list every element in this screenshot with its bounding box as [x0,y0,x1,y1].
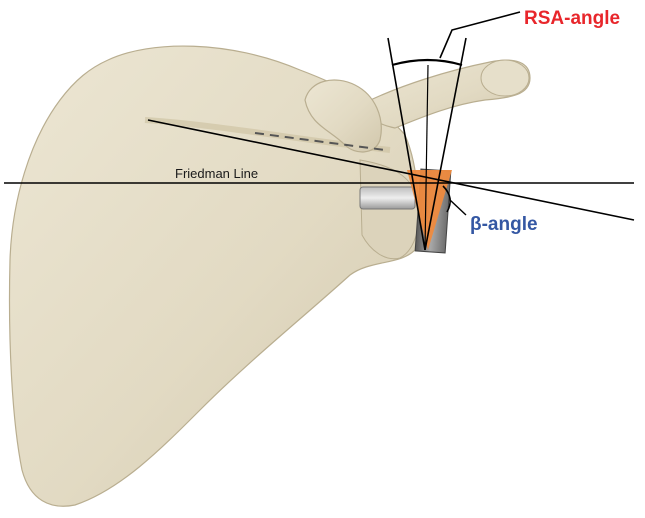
baseplate-peg [360,187,415,209]
acromion-tip [481,60,529,96]
beta-leader-line [450,200,466,215]
friedman-line-label: Friedman Line [175,166,258,181]
rsa-leader-line [440,12,520,58]
rsa-angle-arc [392,60,462,65]
rsa-angle-label: RSA-angle [524,8,620,29]
beta-angle-label: β-angle [470,214,538,235]
